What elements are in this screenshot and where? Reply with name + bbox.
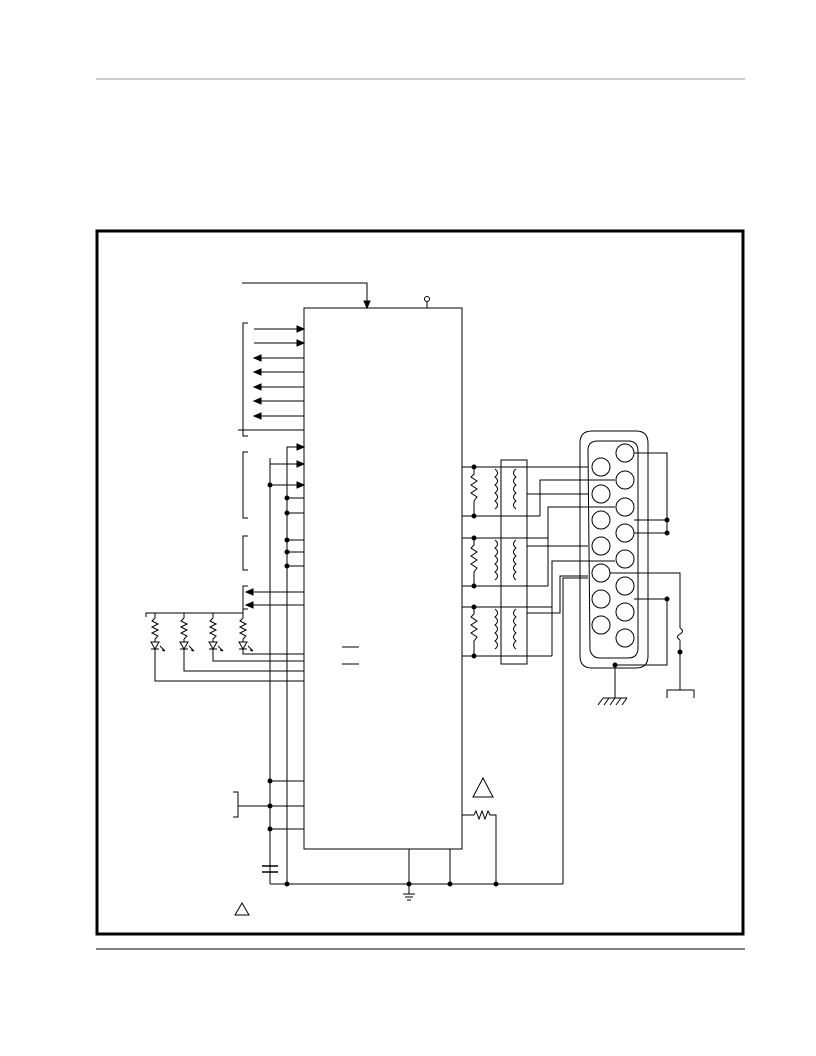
- figure-frame: [95, 229, 745, 936]
- line-interface-2: [462, 535, 548, 589]
- capacitor: [262, 865, 278, 873]
- note-triangle-1: [472, 776, 494, 798]
- transformer-housing: [500, 459, 528, 665]
- bottom-ground-bus: [270, 849, 563, 901]
- bus-brace-3: [242, 535, 248, 571]
- note-triangle-2: [234, 902, 250, 916]
- db-connector: [579, 430, 649, 669]
- top-input-line: [242, 282, 371, 310]
- led-bank: [145, 609, 304, 682]
- bus-brace-4: [242, 585, 248, 610]
- bus-group-3-lines: [284, 537, 304, 569]
- connector-right-jumpers: [610, 452, 695, 698]
- lower-left-lines: [238, 778, 304, 832]
- connector-wiring: [527, 466, 615, 656]
- main-chip: [303, 307, 463, 850]
- bus-brace-1: [242, 322, 248, 437]
- bus-group-1-lines: [238, 325, 306, 431]
- bus-brace-2: [242, 451, 248, 519]
- sense-resistor: [462, 809, 497, 884]
- bus-group-4-lines: [244, 588, 304, 609]
- line-interface-3: [462, 604, 552, 659]
- shield-line: [562, 577, 588, 884]
- chassis-ground: [597, 665, 628, 706]
- bus-group-2-lines: [267, 443, 306, 516]
- vcc-pin: [424, 296, 430, 308]
- bus-brace-5: [233, 791, 239, 818]
